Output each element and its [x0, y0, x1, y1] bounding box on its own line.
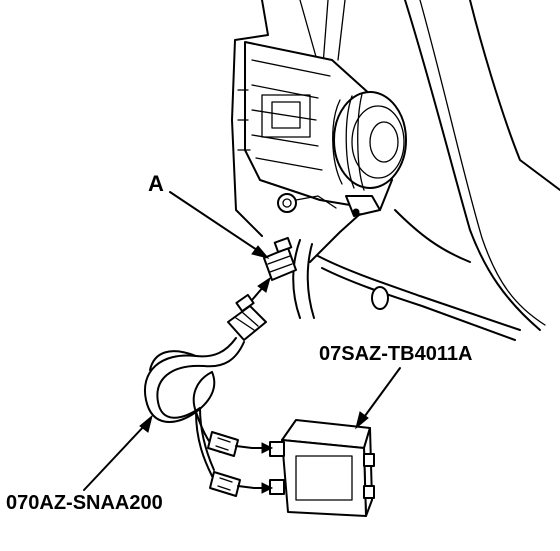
test-harness — [143, 293, 267, 497]
harness-part-number-label: 070AZ-SNAA200 — [6, 492, 163, 514]
callout-a-label: A — [148, 171, 164, 196]
lower-lead-plug — [209, 471, 255, 497]
connector-a — [263, 236, 297, 281]
arrow-icon — [83, 191, 401, 494]
adapter-part-number-label: 07SAZ-TB4011A — [319, 343, 473, 365]
upper-lead-plug — [207, 431, 253, 457]
motor-assembly — [237, 41, 407, 263]
vehicle-harness — [263, 236, 521, 341]
adapter-box — [269, 419, 375, 517]
